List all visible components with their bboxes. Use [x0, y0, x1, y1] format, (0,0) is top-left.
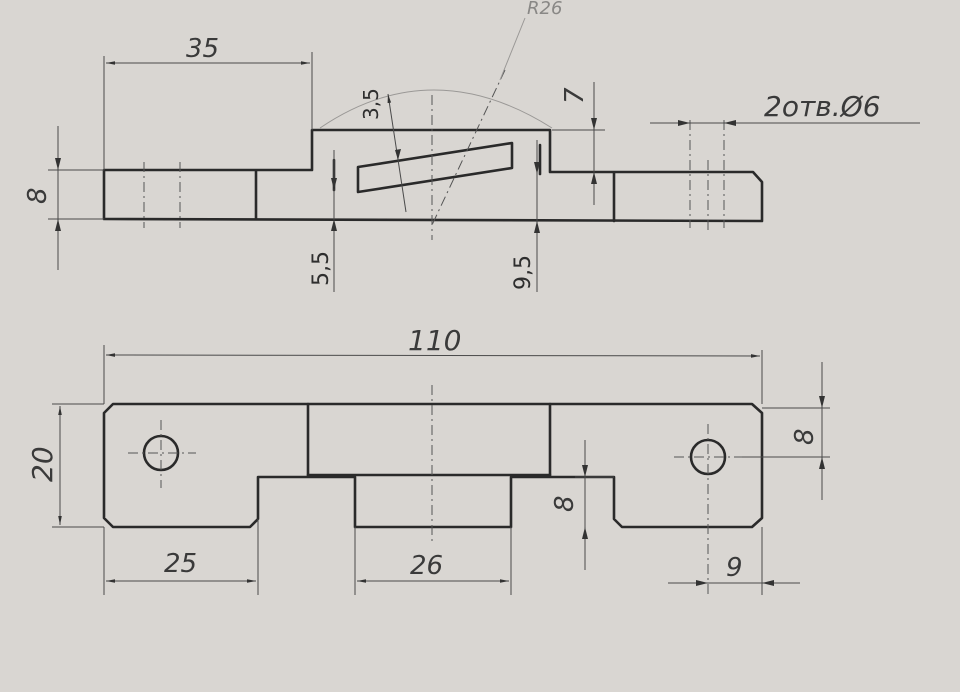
dim-25-label: 25	[164, 549, 197, 579]
dim-20-label: 20	[26, 446, 59, 482]
top-view-outline	[102, 128, 764, 223]
dim-r26-label: R26	[527, 0, 562, 19]
holes-note-label: 2отв.Ø6	[764, 90, 881, 123]
dim-hole-8-label: 8	[790, 428, 820, 445]
radius-leader	[499, 17, 526, 81]
dim-9-5-label: 9,5	[511, 255, 536, 290]
front-view-outline	[102, 402, 764, 529]
dim-step-8-label: 8	[550, 495, 580, 512]
dim-3-5-label: 3,5	[359, 88, 383, 120]
front-view: 110 20 8 8 25 26 9	[26, 324, 830, 595]
top-view: 35 R26 3,5 7 2отв.Ø6 8 5,5 9,5	[23, 0, 920, 292]
dim-7-label: 7	[560, 87, 590, 104]
dim-26-label: 26	[410, 551, 443, 581]
slot-axis	[431, 69, 506, 226]
top-view-slanted-slot	[356, 141, 514, 194]
dim-110-label: 110	[408, 324, 461, 357]
dim-35-label: 35	[186, 34, 219, 64]
dim-9-label: 9	[726, 553, 743, 583]
dim-5-5-label: 5,5	[309, 251, 334, 286]
dim-8-label: 8	[23, 187, 53, 204]
radius-arc	[319, 89, 553, 129]
dim-110-line	[105, 353, 761, 358]
